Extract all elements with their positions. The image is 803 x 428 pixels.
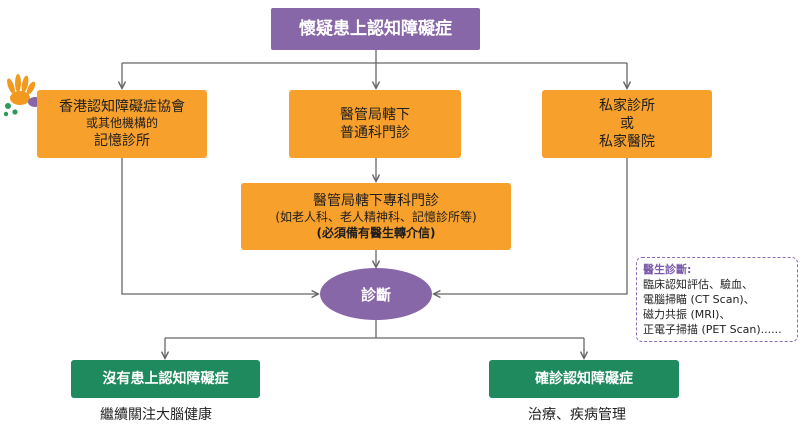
specialist-clinic-box: 醫管局轄下專科門診 (如老人科、老人精神科、記憶診所等) (必須備有醫生轉介信) [241, 183, 511, 250]
memory-clinic-line-3: 記憶診所 [94, 132, 150, 149]
memory-clinic-line-2: 或其他機構的 [85, 116, 158, 131]
doctor-diagnosis-note: 醫生診斷: 臨床認知評估、驗血、 電腦掃瞄 (CT Scan)、 磁力共振 (M… [636, 257, 798, 342]
suspected-dementia-box: 懷疑患上認知障礙症 [271, 8, 480, 50]
general-outpatient-line-1: 醫管局轄下 [340, 106, 410, 123]
general-outpatient-box: 醫管局轄下 普通科門診 [289, 90, 461, 158]
private-clinic-line-1: 私家診所 [599, 97, 655, 114]
doctor-diagnosis-line: 正電子掃描 (PET Scan)...... [643, 323, 782, 336]
specialist-clinic-title: 醫管局轄下專科門診 [313, 192, 439, 209]
connector-left-to-diagnosis [121, 158, 318, 294]
no-dementia-box: 沒有患上認知障礙症 [71, 360, 260, 398]
memory-clinic-box: 香港認知障礙症協會 或其他機構的 記憶診所 [37, 90, 207, 158]
doctor-diagnosis-line: 臨床認知評估、驗血、 [643, 278, 753, 291]
hand-brain-logo-icon [3, 74, 42, 117]
diagnosed-dementia-label: 確診認知障礙症 [535, 370, 633, 387]
private-clinic-line-2: 或 [620, 115, 634, 132]
diagnosis-label: 診斷 [360, 285, 391, 304]
suspected-dementia-label: 懷疑患上認知障礙症 [299, 18, 452, 39]
private-clinic-line-3: 私家醫院 [599, 134, 655, 151]
diagnosed-dementia-box: 確診認知障礙症 [489, 360, 679, 398]
doctor-diagnosis-line: 電腦掃瞄 (CT Scan)、 [643, 293, 755, 306]
doctor-diagnosis-title: 醫生診斷: [643, 263, 692, 276]
no-dementia-label: 沒有患上認知障礙症 [102, 370, 229, 387]
specialist-referral-requirement: (必須備有醫生轉介信) [316, 225, 436, 240]
diagnosis-node: 診斷 [320, 268, 432, 320]
general-outpatient-line-2: 普通科門診 [340, 125, 410, 141]
no-dementia-caption: 繼續關注大腦健康 [100, 407, 212, 423]
connector-right-to-diagnosis [434, 158, 628, 294]
private-clinic-box: 私家診所 或 私家醫院 [542, 90, 712, 158]
specialist-clinic-detail: (如老人科、老人精神科、記憶診所等) [275, 210, 477, 224]
memory-clinic-line-1: 香港認知障礙症協會 [59, 99, 185, 116]
doctor-diagnosis-line: 磁力共振 (MRI)、 [643, 308, 731, 321]
diagnosed-dementia-caption: 治療、疾病管理 [528, 407, 626, 423]
